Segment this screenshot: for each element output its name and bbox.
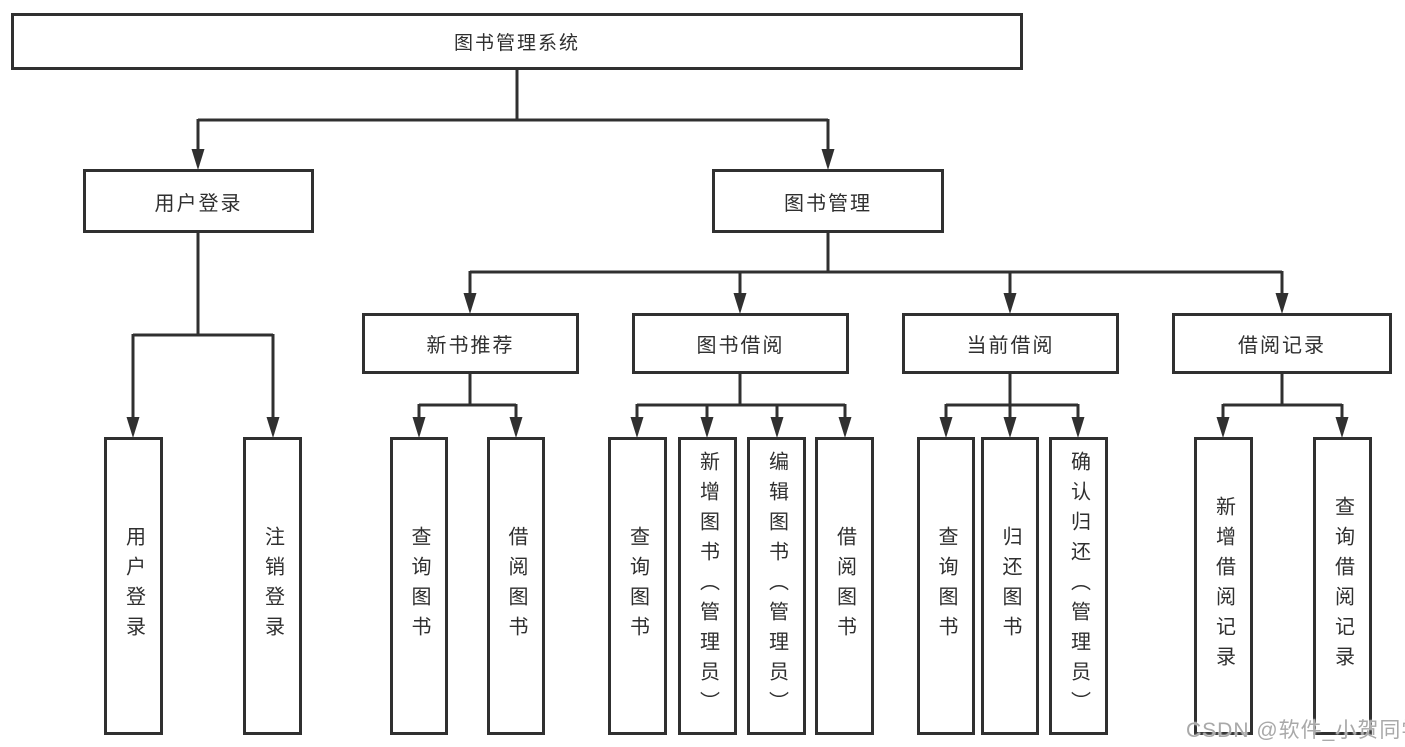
node-label: 新增借阅记录	[1212, 496, 1235, 676]
node-label: 查询图书	[408, 526, 430, 646]
node-user-login: 用户登录	[83, 169, 314, 233]
node-label: 用户登录	[154, 192, 243, 215]
node-label: 确认归还（管理员）	[1067, 451, 1090, 721]
node-label: 借阅图书	[833, 526, 856, 646]
node-label: 借阅图书	[505, 526, 527, 646]
leaf-user-login: 用户登录	[104, 437, 163, 735]
node-label: 查询图书	[935, 526, 957, 646]
node-label: 新增图书（管理员）	[696, 451, 719, 721]
node-label: 图书管理	[784, 192, 872, 215]
leaf-query-books-recommend: 查询图书	[390, 437, 448, 735]
node-borrow-records: 借阅记录	[1172, 313, 1392, 374]
node-label: 图书借阅	[696, 335, 785, 357]
leaf-confirm-return-admin: 确认归还（管理员）	[1049, 437, 1108, 735]
leaf-query-borrow-record: 查询借阅记录	[1313, 437, 1372, 735]
node-library-management-system: 图书管理系统	[11, 13, 1023, 70]
node-label: 新书推荐	[426, 335, 515, 357]
leaf-borrow-books-recommend: 借阅图书	[487, 437, 545, 735]
leaf-add-borrow-record: 新增借阅记录	[1194, 437, 1253, 735]
node-label: 查询借阅记录	[1331, 496, 1354, 676]
node-new-book-recommend: 新书推荐	[362, 313, 579, 374]
node-label: 图书管理系统	[453, 33, 580, 54]
leaf-query-books-borrow: 查询图书	[608, 437, 667, 735]
node-label: 查询图书	[626, 526, 649, 646]
csdn-watermark: CSDN @软件_小贺同学	[1186, 719, 1405, 742]
node-label: 注销登录	[261, 526, 284, 646]
node-label: 当前借阅	[966, 335, 1055, 357]
node-label: 用户登录	[122, 526, 145, 646]
node-label: 借阅记录	[1238, 335, 1326, 357]
node-current-borrow: 当前借阅	[902, 313, 1119, 374]
leaf-logout: 注销登录	[243, 437, 302, 735]
node-label: 编辑图书（管理员）	[765, 451, 788, 721]
leaf-edit-book-admin: 编辑图书（管理员）	[747, 437, 806, 735]
leaf-return-book: 归还图书	[981, 437, 1039, 735]
leaf-query-books-current: 查询图书	[917, 437, 975, 735]
node-book-management: 图书管理	[712, 169, 944, 233]
node-label: 归还图书	[999, 526, 1021, 646]
leaf-add-book-admin: 新增图书（管理员）	[678, 437, 737, 735]
leaf-borrow-book: 借阅图书	[815, 437, 874, 735]
node-book-borrow: 图书借阅	[632, 313, 849, 374]
